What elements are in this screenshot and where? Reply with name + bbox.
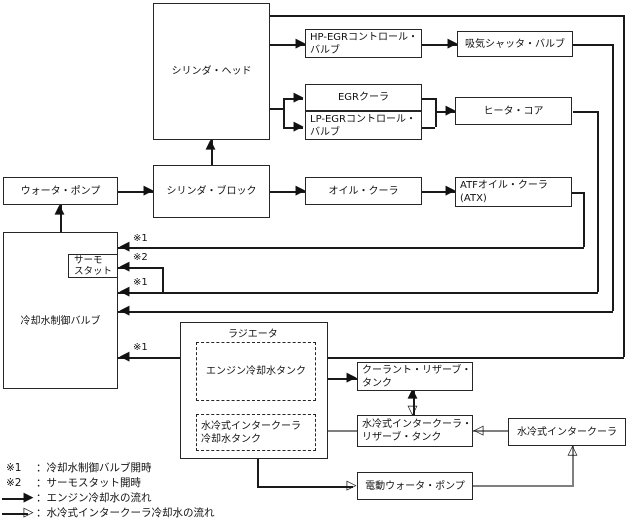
flow-line xyxy=(571,192,583,194)
flow-line xyxy=(283,98,285,127)
flow-line xyxy=(118,267,163,269)
legend-note1: ：冷却水制御バルブ開時 xyxy=(36,462,152,474)
node-thermostat: サーモ スタット xyxy=(68,254,118,278)
ref-mark: ※1 xyxy=(133,277,148,288)
arrow-left-filled-icon: ◀ xyxy=(119,349,130,364)
node-water-pump: ウォータ・ポンプ xyxy=(3,177,118,205)
node-oil-cooler: オイル・クーラ xyxy=(305,177,422,205)
flow-line xyxy=(283,98,303,100)
flow-line xyxy=(413,390,415,415)
arrow-right-filled-icon: ▶ xyxy=(346,370,357,385)
arrow-right-filled-icon: ▶ xyxy=(295,36,306,51)
legend-mark2: ※2 xyxy=(6,477,22,489)
flow-line xyxy=(283,127,303,129)
node-water-cooled-intercooler: 水冷式インタークーラ xyxy=(508,418,626,446)
flow-line xyxy=(435,111,455,113)
arrow-up-filled-icon: ▲ xyxy=(205,137,216,152)
arrow-right-filled-icon: ▶ xyxy=(23,490,34,505)
flow-line xyxy=(118,311,613,313)
flow-line xyxy=(118,247,584,249)
arrow-right-filled-icon: ▶ xyxy=(295,183,306,198)
flow-line xyxy=(573,111,597,113)
arrow-left-hollow-icon: ◁ xyxy=(473,423,484,438)
flow-line xyxy=(422,44,457,46)
arrow-right-filled-icon: ▶ xyxy=(447,36,458,51)
arrow-right-filled-icon: ▶ xyxy=(293,119,304,134)
flow-line xyxy=(211,140,213,165)
node-coolant-reserve-tank: クーラント・リザーブ・ タンク xyxy=(357,362,473,391)
flow-line xyxy=(257,486,353,488)
arrow-right-filled-icon: ▶ xyxy=(445,103,456,118)
flow-line xyxy=(118,191,153,193)
node-egr-cooler: EGRクーラ xyxy=(305,84,422,111)
node-intercooler-coolant-tank: 水冷式インタークーラ 冷却水タンク xyxy=(196,414,316,451)
intercooler-flow-line xyxy=(473,485,574,487)
flow-line xyxy=(257,451,259,486)
node-lp-egr-control-valve: LP-EGRコントロール・ バルブ xyxy=(305,111,422,140)
arrow-up-filled-icon: ▲ xyxy=(54,202,65,217)
arrow-down-hollow-icon: ▽ xyxy=(407,403,418,418)
node-atf-oil-cooler: ATFオイル・クーラ (ATX) xyxy=(455,177,572,207)
ref-mark: ※2 xyxy=(133,252,148,263)
arrow-right-filled-icon: ▶ xyxy=(143,183,154,198)
flow-line xyxy=(162,267,164,292)
intercooler-flow-line xyxy=(572,446,574,486)
legend-intercooler-flow-line xyxy=(2,513,28,515)
flow-line xyxy=(422,191,455,193)
arrow-right-hollow-icon: ▷ xyxy=(23,505,34,520)
flow-line xyxy=(573,44,612,46)
flow-line xyxy=(316,378,357,380)
flow-line xyxy=(270,108,283,110)
arrow-up-hollow-icon: △ xyxy=(567,443,578,458)
arrow-left-filled-icon: ◀ xyxy=(119,239,130,254)
flow-line xyxy=(270,44,305,46)
intercooler-flow-line xyxy=(316,430,357,432)
flow-line xyxy=(270,191,305,193)
intercooler-flow-line xyxy=(473,430,508,432)
flow-line xyxy=(316,357,624,359)
flow-line xyxy=(422,127,435,129)
flow-line xyxy=(422,98,435,100)
flow-line xyxy=(623,15,625,357)
flow-line xyxy=(435,98,437,127)
flow-line xyxy=(118,357,196,359)
flow-line xyxy=(60,205,62,232)
node-intercooler-reserve-tank: 水冷式インタークーラ・ リザーブ・タンク xyxy=(357,415,473,447)
arrow-left-filled-icon: ◀ xyxy=(119,284,130,299)
arrow-right-filled-icon: ▶ xyxy=(293,90,304,105)
node-cylinder-block: シリンダ・ブロック xyxy=(153,165,270,218)
legend-engine-flow-line xyxy=(2,498,28,500)
radiator-label: ラジエータ xyxy=(228,329,278,340)
arrow-right-filled-icon: ▶ xyxy=(445,183,456,198)
node-heater-core: ヒータ・コア xyxy=(455,97,572,125)
flow-line xyxy=(597,111,599,292)
ref-mark: ※1 xyxy=(133,342,148,353)
node-intake-shutter-valve: 吸気シャッタ・バルブ xyxy=(457,31,573,57)
legend-intercooler-flow: ：水冷式インタークーラ冷却水の流れ xyxy=(36,507,215,519)
arrow-left-filled-icon: ◀ xyxy=(119,303,130,318)
flow-line xyxy=(118,292,598,294)
arrow-up-filled-icon: ▲ xyxy=(407,386,418,401)
flow-line xyxy=(612,44,614,311)
flow-line xyxy=(583,192,585,247)
arrow-left-filled-icon: ◀ xyxy=(119,259,130,274)
ref-mark: ※1 xyxy=(133,233,148,244)
legend-mark1: ※1 xyxy=(6,462,22,474)
node-cylinder-head: シリンダ・ヘッド xyxy=(153,3,270,140)
flow-line xyxy=(270,15,624,17)
arrow-right-hollow-icon: ▷ xyxy=(346,478,357,493)
node-engine-coolant-tank: エンジン冷却水タンク xyxy=(196,342,316,401)
node-hp-egr-control-valve: HP-EGRコントロール・ バルブ xyxy=(305,29,422,58)
legend-note2: ：サーモスタット開時 xyxy=(36,477,141,489)
node-electric-water-pump: 電動ウォータ・ポンプ xyxy=(357,472,473,500)
legend-engine-flow: ：エンジン冷却水の流れ xyxy=(36,492,152,504)
